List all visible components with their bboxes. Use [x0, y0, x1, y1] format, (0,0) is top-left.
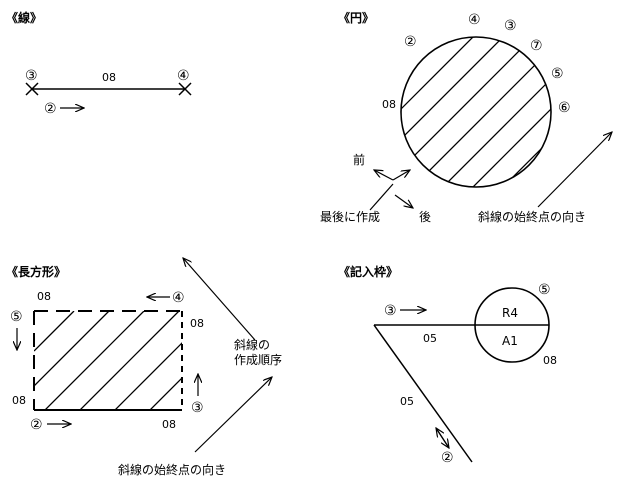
- cross-mark-start: [25, 82, 39, 96]
- line-direction-marker: ②: [44, 101, 57, 117]
- circle-marker-4: ④: [468, 12, 481, 28]
- line-title: 《線》: [6, 10, 42, 25]
- circle-outline: [400, 36, 552, 188]
- frame-circle-value: 08: [543, 354, 557, 367]
- line-start-marker: ③: [25, 68, 38, 84]
- label-front: 前: [353, 152, 365, 167]
- rectangle-section: 《長方形》 08 08 08 08 ⑤ ④ ③ ② 斜線の 作成順序 斜線の始終…: [6, 258, 282, 477]
- circle-marker-7: ⑦: [530, 38, 543, 54]
- line-section: 《線》 ③ ④ 08 ②: [6, 10, 192, 117]
- label-created-last: 最後に作成: [320, 210, 380, 224]
- arrow-created-last-stem: [369, 183, 394, 211]
- rectangle-value-right: 08: [190, 317, 204, 330]
- rectangle-value-top: 08: [37, 290, 51, 303]
- rectangle-value-left: 08: [12, 394, 26, 407]
- line-value: 08: [102, 71, 116, 84]
- circle-marker-2: ②: [404, 34, 417, 50]
- rectangle-marker-5: ⑤: [10, 309, 23, 325]
- rectangle-marker-4: ④: [172, 290, 185, 306]
- hatch-order-label-line2: 作成順序: [234, 352, 282, 367]
- frame-leader-diagonal: [373, 324, 473, 463]
- hatch-direction-arrow-rectangle: [194, 377, 272, 453]
- frame-text-bottom: A1: [502, 334, 518, 348]
- circle-hatch-direction-label: 斜線の始終点の向き: [478, 209, 586, 224]
- circle-marker-3: ③: [504, 18, 517, 34]
- rectangle-title: 《長方形》: [6, 264, 66, 279]
- circle-section: 《円》 ② ④ ③ ⑦ ⑤ ⑥ 08 前 後 最後に作成 斜線の始終点の向き: [320, 10, 612, 224]
- rectangle-marker-3: ③: [191, 400, 204, 416]
- cross-mark-end: [178, 82, 192, 96]
- frame-marker-3: ③: [384, 303, 397, 319]
- frame-arrow-2-down: [435, 427, 449, 448]
- frame-text-top: R4: [502, 306, 518, 320]
- rectangle-hatch-direction-label: 斜線の始終点の向き: [118, 462, 226, 477]
- hatch-order-arrow: [183, 258, 256, 341]
- circle-marker-6: ⑥: [558, 100, 571, 116]
- frame-section: 《記入枠》 R4 A1 ⑤ ③ 05 05 08 ②: [338, 264, 557, 466]
- arrow-front-right: [392, 170, 410, 181]
- frame-leader-value-horizontal: 05: [423, 332, 437, 345]
- frame-title: 《記入枠》: [338, 264, 398, 279]
- rectangle-value-bottom: 08: [162, 418, 176, 431]
- arrow-back: [394, 194, 413, 208]
- hatch-order-label-line1: 斜線の: [234, 337, 270, 352]
- rectangle-hatching: [34, 311, 182, 410]
- rectangle-marker-2: ②: [30, 417, 43, 433]
- circle-title: 《円》: [338, 10, 374, 25]
- frame-leader-value-diagonal: 05: [400, 395, 414, 408]
- frame-marker-5: ⑤: [538, 282, 551, 298]
- circle-marker-5: ⑤: [551, 66, 564, 82]
- arrow-front: [374, 170, 394, 181]
- frame-marker-2: ②: [441, 450, 454, 466]
- label-back: 後: [419, 210, 431, 224]
- line-end-marker: ④: [177, 68, 190, 84]
- circle-value: 08: [382, 98, 396, 111]
- hatch-direction-arrow-circle: [537, 132, 612, 208]
